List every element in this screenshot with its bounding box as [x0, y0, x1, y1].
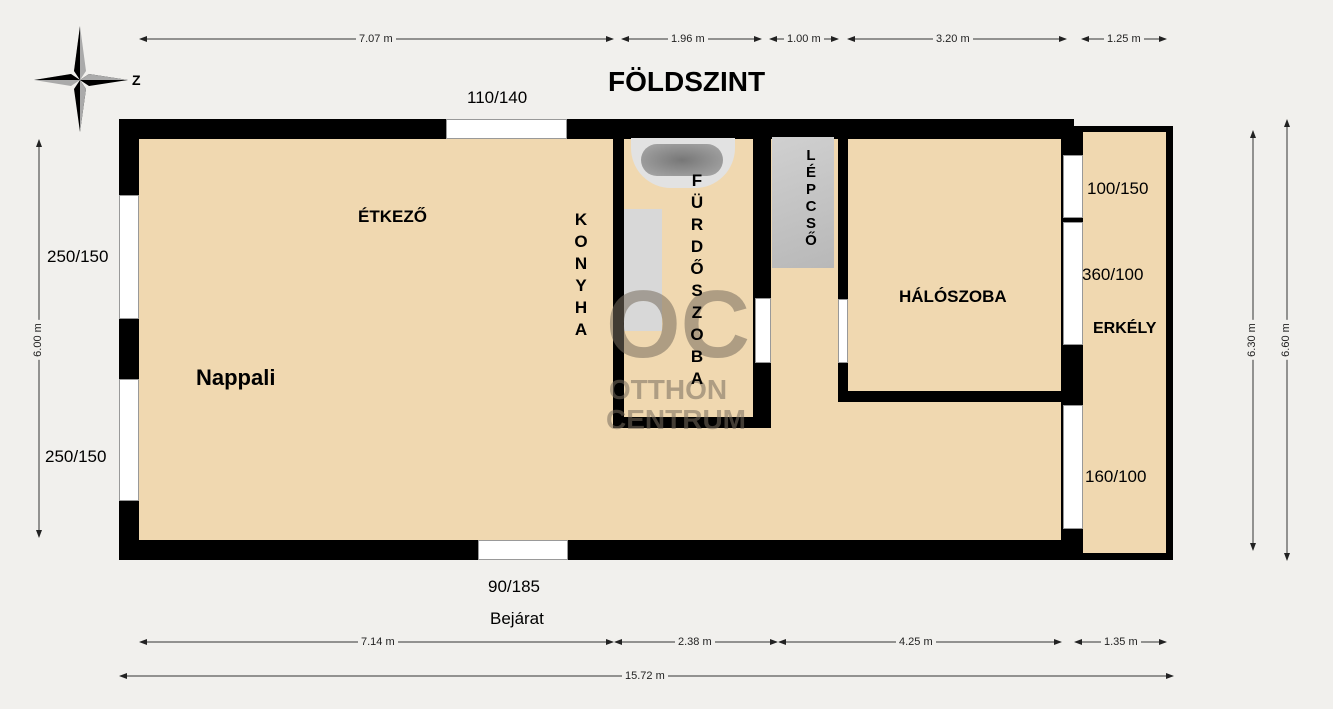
dim-total-width: 15.72 m [622, 670, 668, 682]
dim-right-height-1: 6.30 m [1245, 320, 1258, 360]
dim-bottom-1: 7.14 m [358, 636, 398, 648]
bedroom-wall-bottom [838, 391, 1074, 402]
room-label-erkely: ERKÉLY [1093, 320, 1157, 337]
label-left-window-2: 250/150 [45, 447, 107, 466]
label-top-window: 110/140 [467, 88, 528, 107]
room-label-haloszoba: HÁLÓSZOBA [899, 287, 1007, 306]
label-right-window-1: 100/150 [1087, 179, 1149, 198]
bathtub [631, 138, 735, 188]
dim-bottom-4: 1.35 m [1101, 636, 1141, 648]
dim-top-2: 1.96 m [668, 33, 708, 45]
floor-main [139, 139, 1061, 540]
window-right-3 [1063, 405, 1083, 529]
stairs [772, 137, 834, 268]
compass-north-label: Z [132, 72, 141, 88]
window-right-1 [1063, 155, 1083, 218]
room-label-etkezo: ÉTKEZŐ [358, 207, 427, 226]
dim-left-height: 6.00 m [31, 320, 44, 360]
dim-right-height-2: 6.60 m [1279, 320, 1292, 360]
watermark-line2: CENTRUM [606, 404, 746, 435]
bedroom-door[interactable] [838, 299, 848, 363]
bath-wall-bottom [613, 417, 771, 428]
bath-wall-right [753, 130, 771, 428]
window-left-2 [119, 379, 139, 501]
label-right-window-2: 360/100 [1082, 265, 1144, 284]
label-right-window-3: 160/100 [1085, 467, 1147, 486]
label-entrance: Bejárat [490, 609, 544, 628]
watermark-line1: OTTHON [608, 374, 728, 405]
dim-top-3: 1.00 m [784, 33, 824, 45]
label-entrance-size: 90/185 [488, 577, 540, 596]
floor-title: FÖLDSZINT [608, 66, 766, 97]
bath-wall-left [613, 130, 624, 427]
dim-top-1: 7.07 m [356, 33, 396, 45]
bedroom-wall-left [838, 130, 848, 402]
kitchen-counter [624, 209, 662, 331]
bathroom-door[interactable] [755, 298, 771, 363]
window-right-2 [1063, 222, 1083, 345]
window-top [446, 119, 567, 139]
dim-top-5: 1.25 m [1104, 33, 1144, 45]
floor-balcony [1083, 132, 1166, 553]
dim-bottom-2: 2.38 m [675, 636, 715, 648]
room-label-nappali: Nappali [196, 365, 276, 390]
watermark-logo: OC [606, 271, 750, 378]
dim-top-4: 3.20 m [933, 33, 973, 45]
entrance-door[interactable] [478, 540, 568, 560]
label-left-window-1: 250/150 [47, 247, 109, 266]
window-left-1 [119, 195, 139, 319]
watermark: OC OTTHON CENTRUM [606, 271, 750, 435]
compass-rose-icon [34, 26, 128, 132]
dim-bottom-3: 4.25 m [896, 636, 936, 648]
